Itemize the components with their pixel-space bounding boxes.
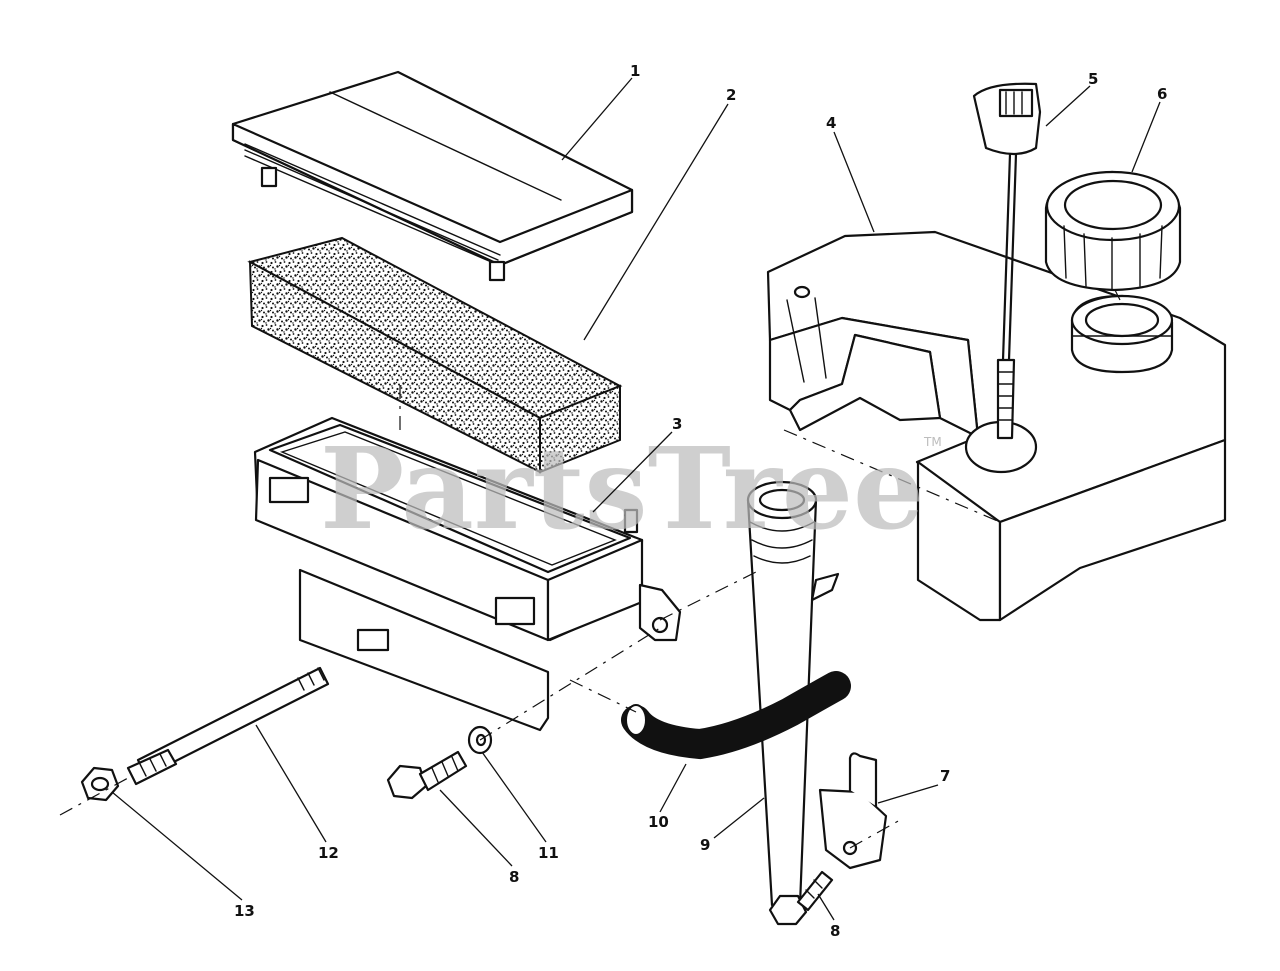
- callout-2: 2: [726, 86, 736, 104]
- callout-9: 9: [700, 836, 710, 854]
- callout-numbers: 1 2 3 4 5 6 7 8 8 9 10 11 12 13: [234, 62, 1167, 940]
- assembly-center-lines: [59, 289, 1121, 849]
- callout-11: 11: [538, 844, 559, 862]
- watermark: PartsTree TM: [320, 424, 942, 555]
- screw-left: [386, 750, 468, 800]
- callout-12: 12: [318, 844, 339, 862]
- callout-4: 4: [826, 114, 836, 132]
- callout-7: 7: [940, 767, 950, 785]
- long-bolt: [126, 666, 330, 786]
- trademark-symbol: TM: [923, 435, 942, 449]
- filler-neck: [1070, 294, 1174, 374]
- foam-filter-element: [247, 236, 623, 474]
- fuel-cap: [1044, 170, 1182, 292]
- callout-1: 1: [630, 62, 640, 80]
- hose: [621, 671, 851, 760]
- air-cleaner-cover: [231, 70, 634, 282]
- nut: [80, 766, 120, 802]
- air-cleaner-base: [253, 416, 682, 732]
- dipstick: [972, 82, 1042, 440]
- callout-8-right: 8: [830, 922, 840, 940]
- callout-5: 5: [1088, 70, 1098, 88]
- screw-right: [768, 870, 834, 926]
- callout-3: 3: [672, 415, 682, 433]
- watermark-text: PartsTree: [320, 424, 924, 555]
- fuel-tank: [766, 230, 1227, 622]
- callout-6: 6: [1157, 85, 1167, 103]
- callout-10: 10: [648, 813, 669, 831]
- callout-leaders: [111, 77, 1161, 921]
- callout-13: 13: [234, 902, 255, 920]
- callout-8-left: 8: [509, 868, 519, 886]
